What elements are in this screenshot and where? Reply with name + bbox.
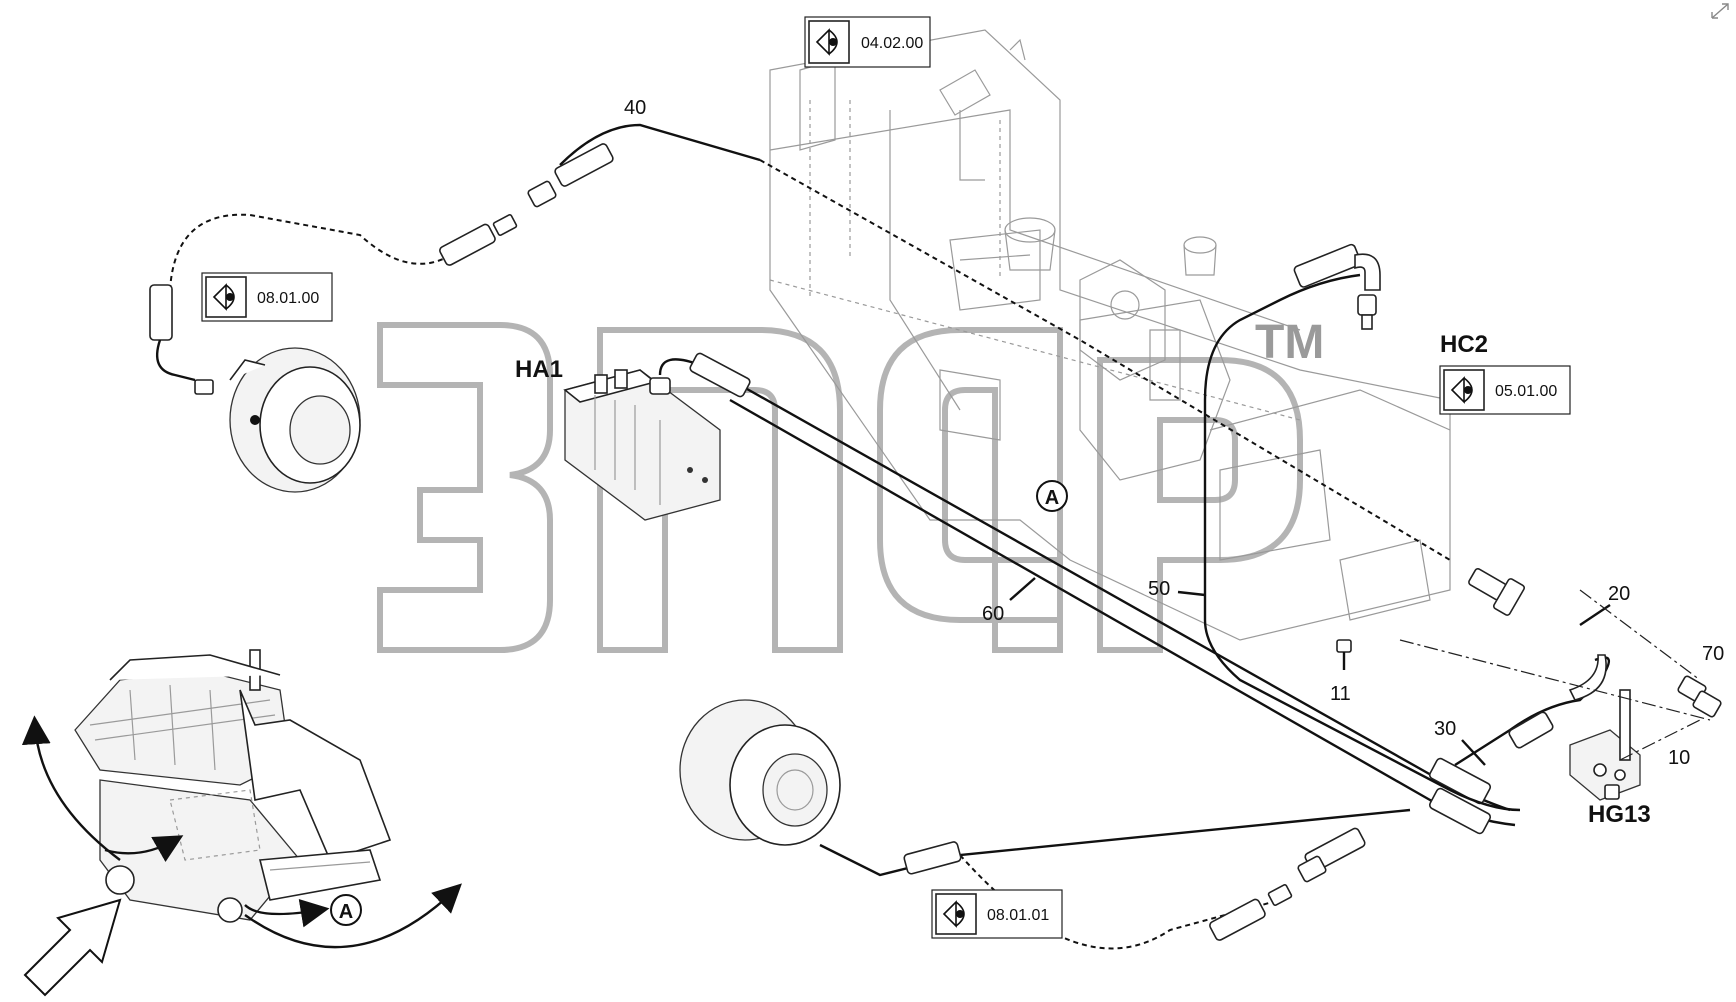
fitting-20 <box>1468 568 1525 616</box>
valve-block-ha1 <box>563 369 721 521</box>
hose-lower-fittings <box>903 827 1366 941</box>
hose-50-fittings <box>1293 243 1381 330</box>
chain-line-right-2 <box>1579 589 1701 681</box>
callout-60: 60 <box>982 603 1004 625</box>
bolt-11 <box>1336 639 1352 670</box>
arrow-icon <box>1711 3 1729 19</box>
chain-line-right-1 <box>1399 639 1711 721</box>
eye-icon <box>1450 376 1473 404</box>
callout-50: 50 <box>1148 578 1170 600</box>
eye-icon <box>212 283 235 311</box>
view-ref-label: 04.02.00 <box>861 35 923 52</box>
arrow-icon <box>104 835 184 863</box>
fitting-70 <box>1677 675 1722 718</box>
zone-ha1: HA1 <box>515 356 563 383</box>
hose-30-fittings <box>1508 654 1607 749</box>
callout-40: 40 <box>624 97 646 119</box>
view-ref-08-01-01[interactable]: 08.01.01 <box>931 889 1063 939</box>
manifold-hg13 <box>1569 689 1641 801</box>
view-ref-04-02-00[interactable]: 04.02.00 <box>804 16 931 68</box>
arrow-icon <box>23 898 122 997</box>
view-ref-08-01-00[interactable]: 08.01.00 <box>201 272 333 322</box>
zone-hg13: HG13 <box>1588 801 1651 828</box>
view-ref-label: 08.01.00 <box>257 290 319 307</box>
callout-70: 70 <box>1702 643 1724 665</box>
detail-marker-a: A <box>1036 480 1068 512</box>
drive-motor-right <box>679 699 841 846</box>
drive-motor-left <box>229 347 361 493</box>
machine-inset <box>74 649 392 923</box>
inset-detail-marker-a-label: A <box>339 901 353 923</box>
zone-hc2: HC2 <box>1440 331 1488 358</box>
watermark-tm: TM <box>1255 316 1324 369</box>
chain-line-right-3 <box>1619 719 1701 761</box>
watermark: TM <box>377 316 1324 653</box>
callout-10: 10 <box>1668 747 1690 769</box>
detail-marker-a-label: A <box>1045 487 1059 509</box>
eye-icon <box>942 900 965 928</box>
arrow-icon <box>244 898 330 928</box>
hose-50 <box>1203 273 1521 812</box>
callout-20: 20 <box>1608 583 1630 605</box>
hose-60 <box>658 358 1511 812</box>
arrow-icon <box>244 883 462 949</box>
hose-60-fittings <box>649 352 1492 835</box>
hose-lower-dashed-run <box>959 854 1281 950</box>
eye-icon <box>815 28 838 56</box>
hose-lower <box>819 808 1411 877</box>
chassis-outline <box>769 29 1451 641</box>
hose-30 <box>1454 656 1610 767</box>
inset-detail-marker-a: A <box>330 894 362 926</box>
view-ref-label: 08.01.01 <box>987 907 1049 924</box>
view-ref-label: 05.01.00 <box>1495 383 1557 400</box>
hose-40-lower-run <box>169 213 471 291</box>
hose-40 <box>559 123 761 166</box>
callout-11: 11 <box>1330 683 1351 705</box>
view-ref-05-01-00[interactable]: 05.01.00 <box>1439 365 1571 415</box>
arrow-icon <box>21 715 121 861</box>
callout-30: 30 <box>1434 718 1456 740</box>
hose-40-fittings <box>149 143 614 395</box>
